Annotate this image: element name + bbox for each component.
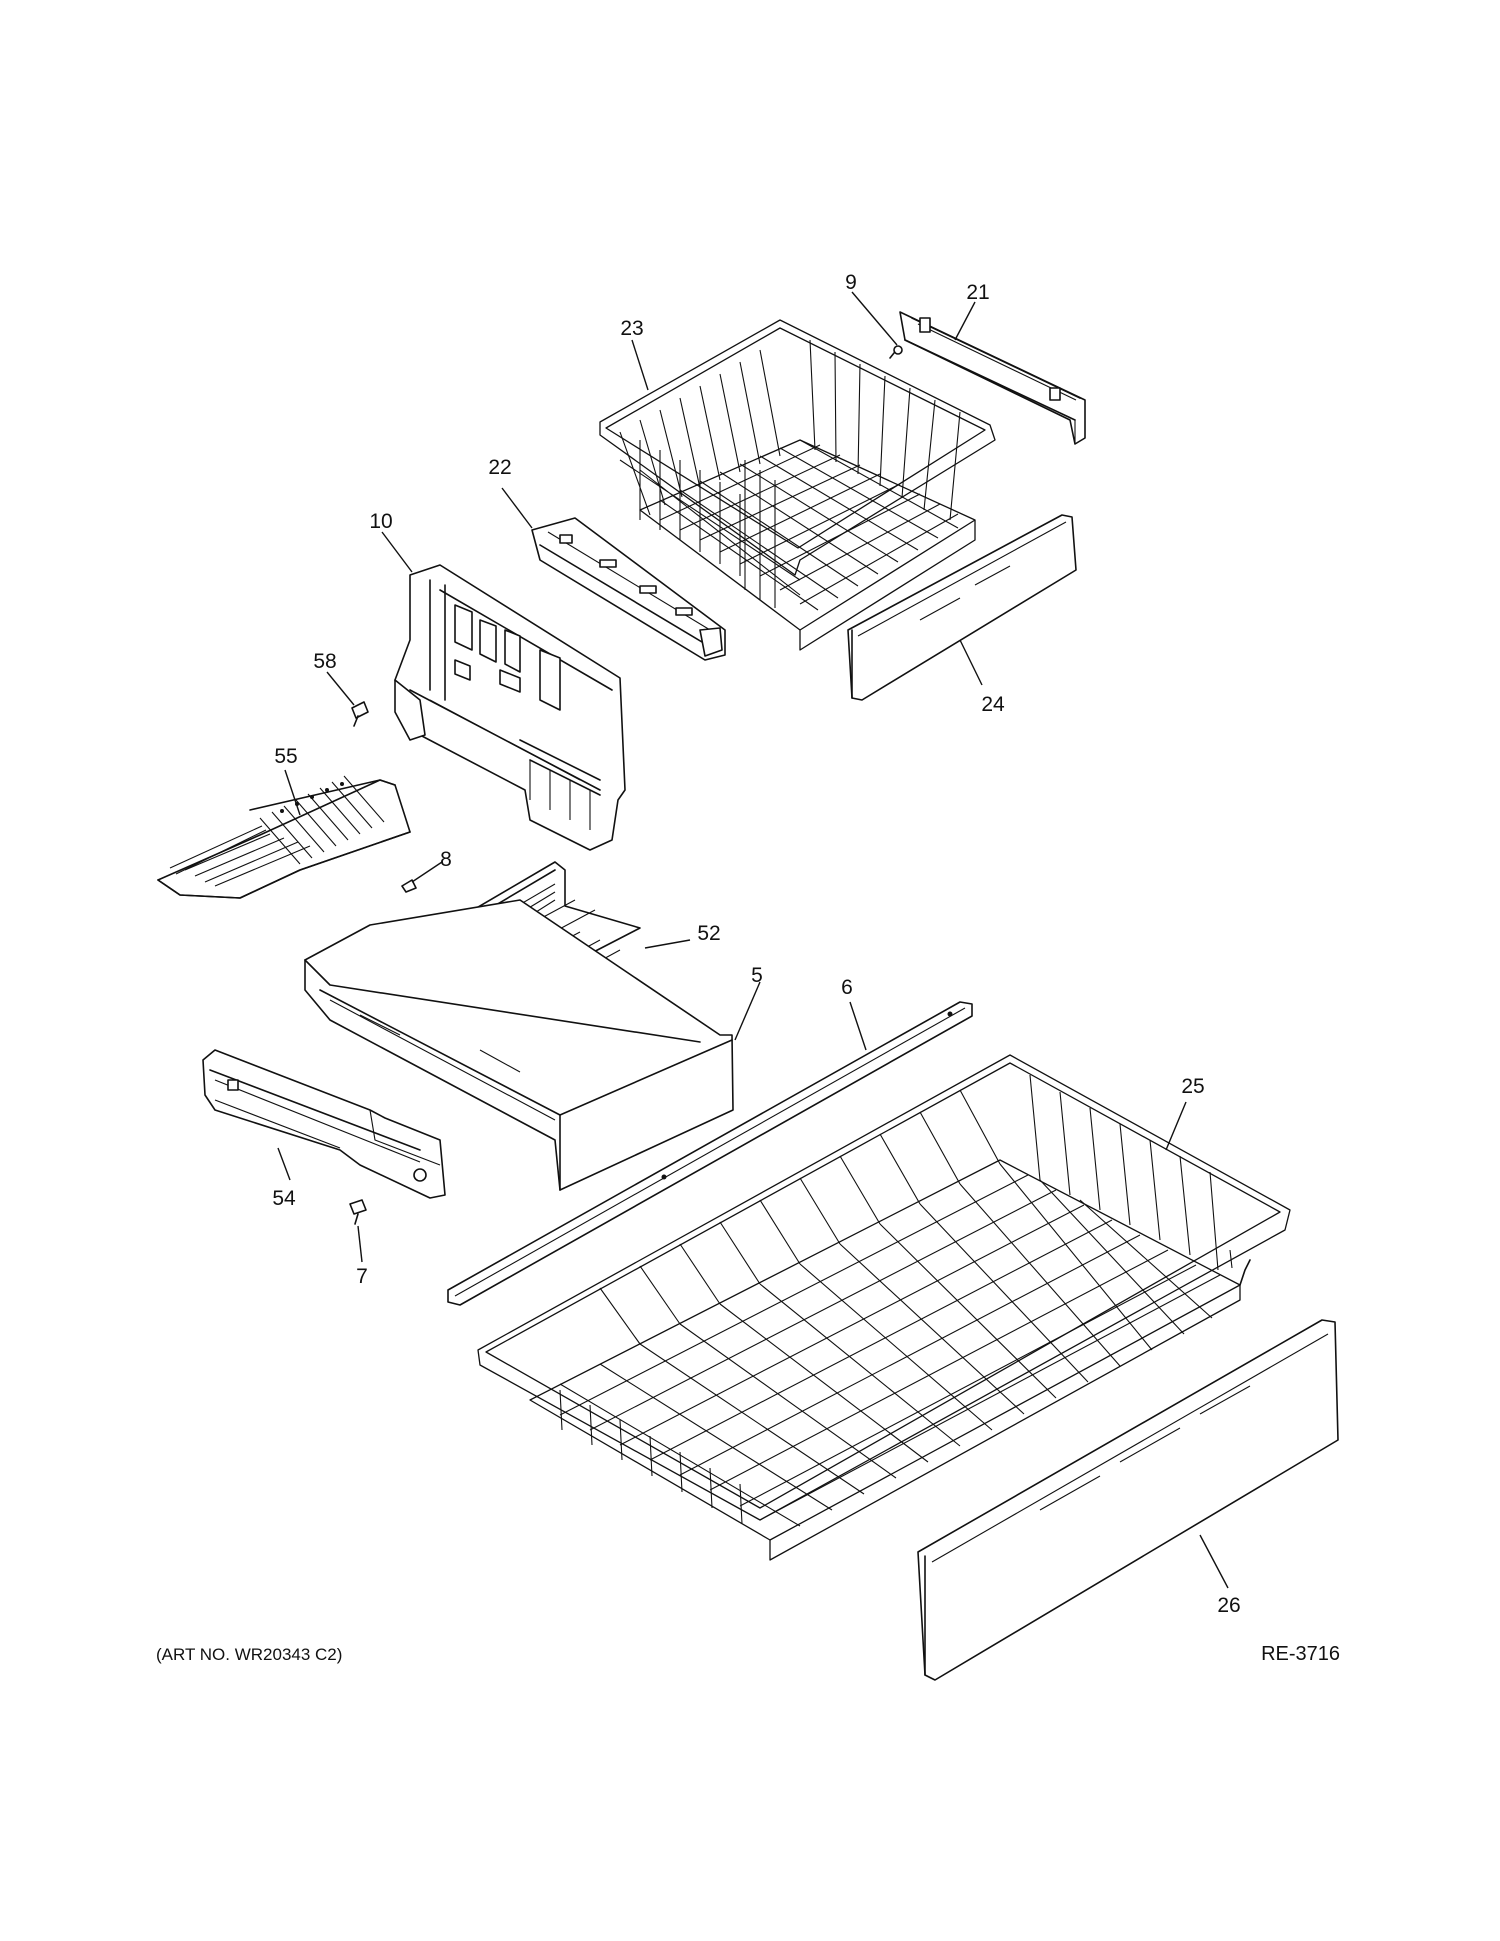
part-10-housing (394, 564, 626, 851)
callout-9: 9 (845, 271, 857, 294)
part-22-upper-rail-left (531, 517, 726, 661)
part-55-deflector (157, 775, 411, 899)
part-54-lower-left-slide (202, 1049, 446, 1199)
part-58-screw (351, 701, 369, 727)
part-24-upper-front-panel (847, 514, 1077, 701)
part-9-screw (889, 345, 903, 359)
callout-10: 10 (369, 510, 392, 533)
part-25-lower-wire-basket (477, 1054, 1291, 1561)
part-6-rail-bar (447, 1001, 973, 1306)
callout-23: 23 (620, 317, 643, 340)
reference-code: RE-3716 (1261, 1643, 1340, 1665)
callout-55: 55 (274, 745, 297, 768)
callout-26: 26 (1217, 1594, 1240, 1617)
callout-8: 8 (440, 848, 452, 871)
callout-54: 54 (272, 1187, 296, 1210)
callout-21: 21 (966, 281, 989, 304)
leader-lines (277, 291, 1229, 1589)
part-8-screw (401, 879, 417, 893)
callout-22: 22 (488, 456, 511, 479)
part-5-drawer-pan (304, 899, 734, 1191)
part-21-upper-rail-right (899, 311, 1086, 445)
callout-5: 5 (751, 964, 763, 987)
callout-24: 24 (981, 693, 1005, 716)
callout-58: 58 (313, 650, 336, 673)
part-7-screw (349, 1199, 367, 1225)
callout-7: 7 (356, 1265, 368, 1288)
part-26-lower-front-panel (917, 1319, 1339, 1681)
part-23-upper-wire-basket (599, 319, 996, 651)
art-number: (ART NO. WR20343 C2) (156, 1645, 342, 1664)
callout-25: 25 (1181, 1075, 1204, 1098)
callout-52: 52 (697, 922, 720, 945)
callout-6: 6 (841, 976, 853, 999)
